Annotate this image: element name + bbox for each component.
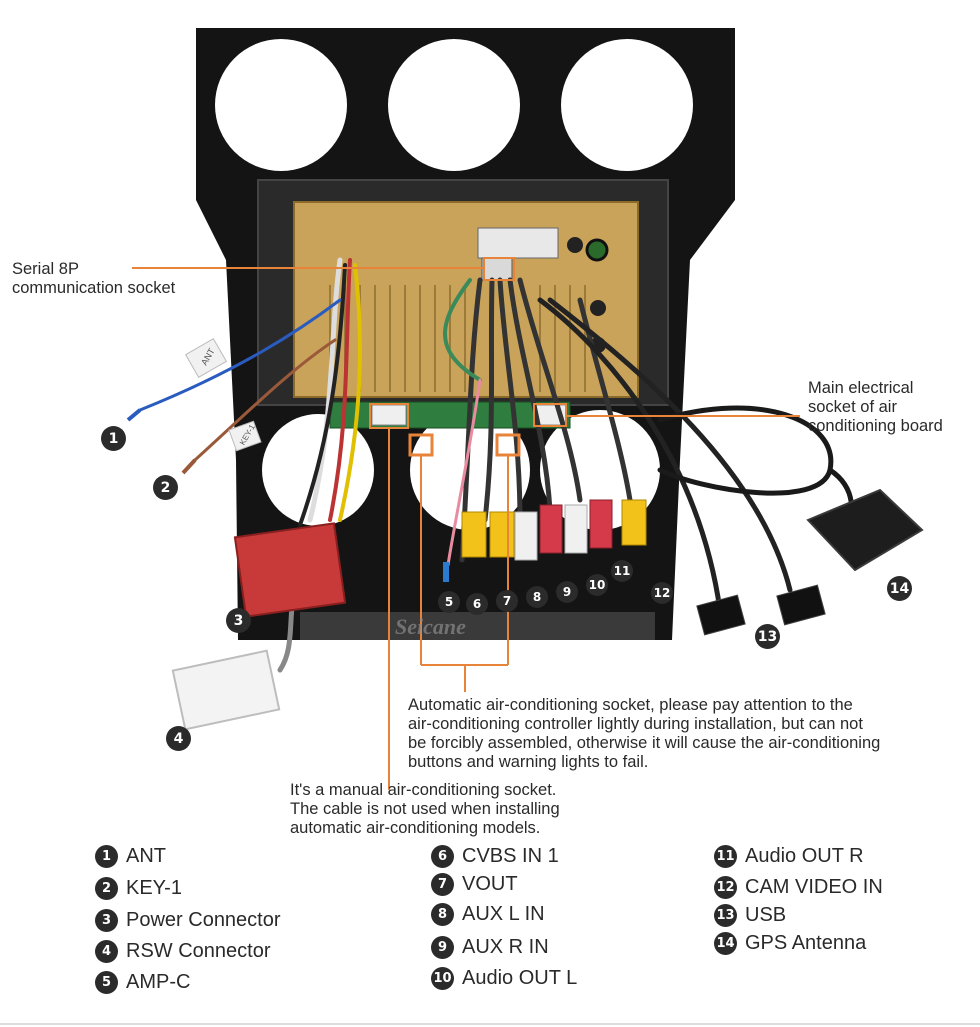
ant-tag [184,338,228,378]
main-socket-callout: Main electrical socket of air conditioni… [808,379,943,435]
gps-antenna [806,488,924,572]
legend-label: AMP-C [126,971,191,993]
usb-plug-1 [696,594,746,636]
legend-label: USB [745,904,787,926]
legend-item-audio-out-l: 10 Audio OUT L [431,967,577,990]
legend-item-key: 2 KEY-1 [95,877,182,900]
legend-label: AUX R IN [462,936,549,958]
legend-label: Power Connector [126,909,281,931]
legend-marker: 3 [95,909,118,932]
marker-13: 13 [755,624,780,649]
legend-item-gps: 14 GPS Antenna [714,932,866,955]
legend-label: Audio OUT R [745,845,864,867]
legend-item-amp: 5 AMP-C [95,971,190,994]
legend-marker: 8 [431,903,454,926]
legend-item-rsw: 4 RSW Connector [95,940,271,963]
legend-label: AUX L IN [462,903,545,925]
legend-item-audio-out-r: 11 Audio OUT R [714,845,864,868]
legend-item-vout: 7 VOUT [431,873,518,896]
marker-4: 4 [166,726,191,751]
legend-marker: 4 [95,940,118,963]
marker-1: 1 [101,426,126,451]
serial-socket-callout: Serial 8P communication socket [12,260,176,297]
gauge-hole-left [215,39,347,171]
rca-plugs [443,499,647,582]
marker-14: 14 [887,576,912,601]
ant-tip [126,408,142,422]
legend-marker: 10 [431,967,454,990]
legend-item-power: 3 Power Connector [95,909,281,932]
radio-antenna-jack [585,238,609,262]
legend-marker: 7 [431,873,454,896]
legend-marker: 1 [95,845,118,868]
serial-port [481,257,513,281]
legend-label: VOUT [462,873,518,895]
marker-2: 2 [153,475,178,500]
legend-item-aux-r: 9 AUX R IN [431,936,549,959]
marker-12: 12 [651,582,673,604]
rsw-connector [171,649,281,731]
marker-6: 6 [466,593,488,615]
marker-11: 11 [611,560,633,582]
auto-socket-callout: Automatic air-conditioning socket, pleas… [408,696,881,771]
wire-bundle [138,257,855,673]
legend-item-cvbs: 6 CVBS IN 1 [431,845,559,868]
ac-socket-manual [371,404,407,426]
gps-jack [567,237,583,253]
legend-label: Audio OUT L [462,967,578,989]
usb-plug-2 [776,584,826,626]
key-tag [228,420,262,452]
bottom-strip [300,612,655,640]
legend-marker: 9 [431,936,454,959]
footer-divider [0,1023,980,1025]
annotation-lines [132,257,800,790]
marker-10: 10 [586,574,608,596]
gauge-hole-center [388,39,520,171]
legend-marker: 5 [95,971,118,994]
legend-label: ANT [126,845,166,867]
vent-hole-center [410,410,530,530]
legend-marker: 12 [714,876,737,899]
manual-socket-callout: It's a manual air-conditioning socket. T… [290,781,560,837]
marker-3: 3 [226,608,251,633]
legend-label: GPS Antenna [745,932,867,954]
marker-5: 5 [438,591,460,613]
gauge-hole-right [561,39,693,171]
power-connector [233,522,347,618]
legend-label: RSW Connector [126,940,271,962]
legend-item-ant: 1 ANT [95,845,166,868]
legend-item-aux-l: 8 AUX L IN [431,903,545,926]
rear-port-block [477,227,559,259]
key-tip [181,458,197,475]
legend-marker: 14 [714,932,737,955]
legend-marker: 6 [431,845,454,868]
marker-9: 9 [556,581,578,603]
legend-label: CVBS IN 1 [462,845,559,867]
legend-item-usb: 13 USB [714,904,786,927]
jack-2 [590,300,606,316]
legend-marker: 2 [95,877,118,900]
marker-8: 8 [526,586,548,608]
legend-label: CAM VIDEO IN [745,876,883,898]
legend-marker: 11 [714,845,737,868]
marker-7: 7 [496,590,518,612]
legend-item-cam: 12 CAM VIDEO IN [714,876,883,899]
watermark: Seicane [395,614,466,639]
legend-label: KEY-1 [126,877,182,899]
legend-marker: 13 [714,904,737,927]
